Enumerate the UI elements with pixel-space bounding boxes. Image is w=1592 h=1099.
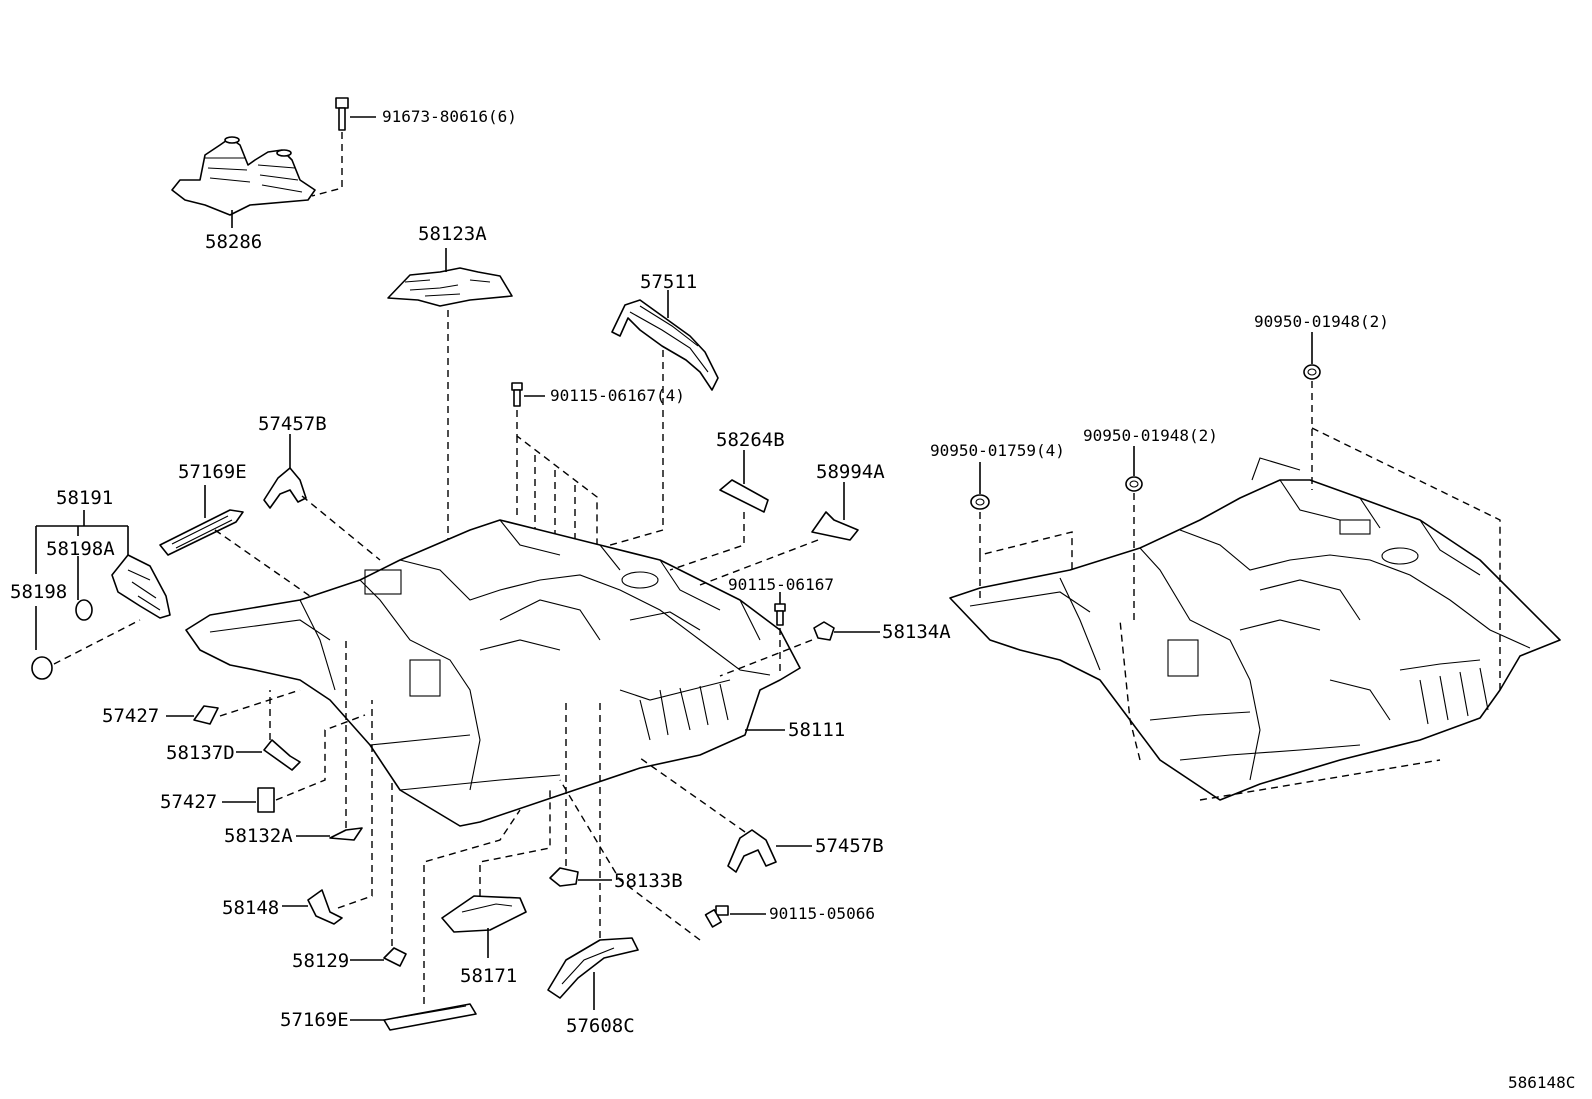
part-57427-a xyxy=(193,705,219,725)
part-57608C xyxy=(547,937,639,999)
callout-58132A: 58132A xyxy=(224,825,293,847)
clip-58198-icon xyxy=(31,656,53,680)
callout-58198A: 58198A xyxy=(46,538,115,560)
callout-58137D: 58137D xyxy=(166,742,235,764)
part-57457B-bottom xyxy=(727,829,777,873)
bolt-90115-06167-icon xyxy=(511,382,523,407)
part-58264B xyxy=(719,479,769,513)
callout-58198: 58198 xyxy=(10,581,67,603)
grommet-90950-01948-a-icon xyxy=(1125,476,1143,492)
callout-90115-06167: 90115-06167 xyxy=(728,575,834,594)
callout-57169E-bottom: 57169E xyxy=(280,1009,349,1031)
callout-58171: 58171 xyxy=(460,965,517,987)
part-57511-rail xyxy=(611,299,719,391)
part-58191-bracket xyxy=(111,554,171,619)
callout-58133B: 58133B xyxy=(614,870,683,892)
part-57427-b xyxy=(257,787,275,813)
part-58137D xyxy=(263,739,301,771)
callout-57427-a: 57427 xyxy=(102,705,159,727)
part-57457B-top xyxy=(263,467,307,509)
clip-58198A-icon xyxy=(75,599,93,621)
part-58133B xyxy=(549,867,579,887)
part-58994A xyxy=(811,511,859,541)
callout-58264B: 58264B xyxy=(716,429,785,451)
callout-57169E-top: 57169E xyxy=(178,461,247,483)
callout-90950-01948-b: 90950-01948(2) xyxy=(1254,312,1389,331)
callout-57457B-bottom: 57457B xyxy=(815,835,884,857)
part-58134A xyxy=(813,621,835,641)
callout-58111: 58111 xyxy=(788,719,845,741)
callout-57608C: 57608C xyxy=(566,1015,635,1037)
part-58132A xyxy=(329,827,363,841)
callout-57457B-top: 57457B xyxy=(258,413,327,435)
callout-90950-01948-a: 90950-01948(2) xyxy=(1083,426,1218,445)
callout-58191: 58191 xyxy=(56,487,113,509)
callout-58123A: 58123A xyxy=(418,223,487,245)
part-58111-floor-pan xyxy=(185,519,801,827)
part-58129 xyxy=(383,947,407,967)
bolt-90115-05066-icon xyxy=(704,905,729,928)
callout-58286: 58286 xyxy=(205,231,262,253)
callout-90950-01759: 90950-01759(4) xyxy=(930,441,1065,460)
diagram-id: 586148C xyxy=(1508,1073,1575,1092)
callout-58148: 58148 xyxy=(222,897,279,919)
part-58286-boot xyxy=(171,136,316,216)
part-57169E-top xyxy=(159,509,244,556)
part-58171 xyxy=(441,895,527,933)
callout-58994A: 58994A xyxy=(816,461,885,483)
part-58148 xyxy=(307,889,343,925)
callout-57427-b: 57427 xyxy=(160,791,217,813)
part-57169E-bottom xyxy=(383,1003,477,1031)
grommet-90950-01759-icon xyxy=(970,494,990,510)
callout-57511: 57511 xyxy=(640,271,697,293)
callout-58129: 58129 xyxy=(292,950,349,972)
bolt-90115-06167-single-icon xyxy=(774,603,786,626)
callout-90115-06167-4: 90115-06167(4) xyxy=(550,386,685,405)
part-58123A-bracket xyxy=(387,267,513,307)
bolt-91673-icon xyxy=(335,97,349,131)
callout-91673-80616: 91673-80616(6) xyxy=(382,107,517,126)
part-floor-pan-alternate xyxy=(949,457,1561,801)
grommet-90950-01948-b-icon xyxy=(1303,364,1321,380)
callout-90115-05066: 90115-05066 xyxy=(769,904,875,923)
callout-58134A: 58134A xyxy=(882,621,951,643)
